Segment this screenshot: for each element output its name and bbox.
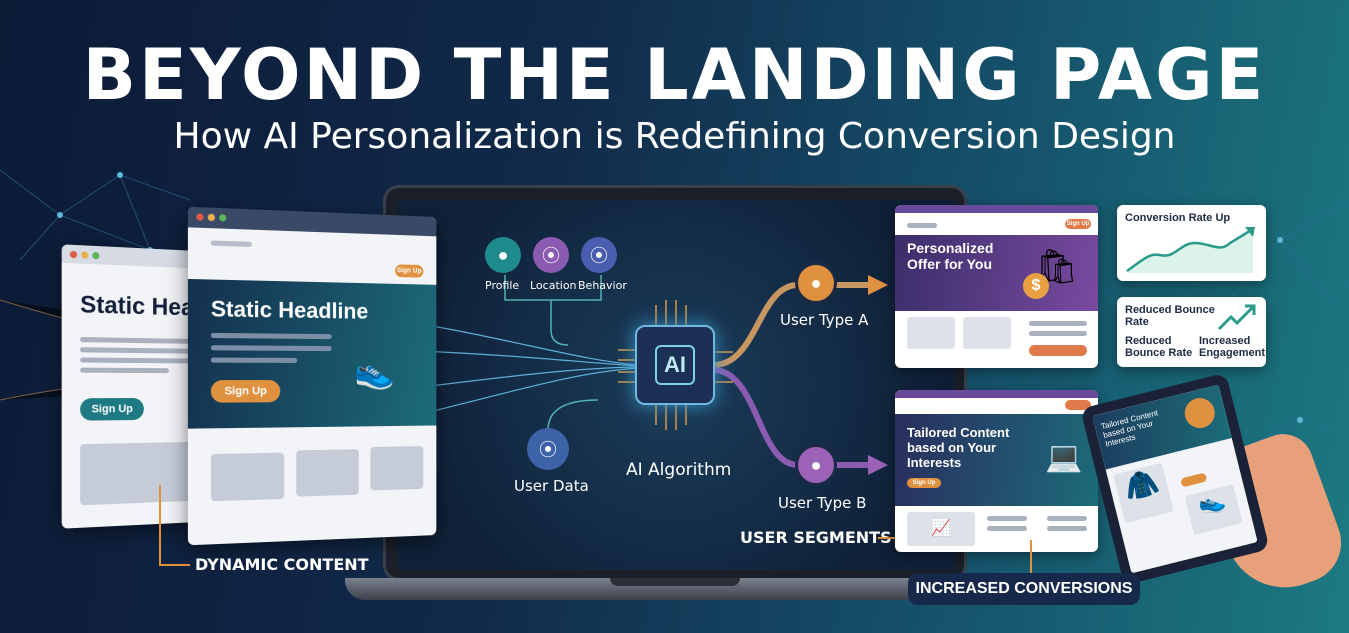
coin-icon: $ (1023, 273, 1049, 299)
sign-up-button[interactable]: Sign Up (210, 380, 281, 403)
chart-up-icon: 📈 (907, 512, 975, 546)
user-type-a-icon: ● (795, 262, 837, 304)
nav-sign-up-button[interactable]: Sign Up (395, 264, 424, 278)
laptop-notch (610, 578, 740, 586)
user-type-b-label: User Type B (778, 494, 867, 512)
behavior-pin-icon: ⦿ (581, 237, 617, 273)
dynamic-content-label: DYNAMIC CONTENT (195, 555, 369, 574)
conversion-rate-card: Conversion Rate Up (1117, 205, 1266, 281)
cta-button[interactable] (1029, 345, 1087, 356)
reduced-bounce-rate: Reduced Bounce Rate (1125, 335, 1193, 359)
offer-headline: Personalized Offer for You (907, 240, 994, 272)
input-label-profile: Profile (485, 279, 520, 292)
input-label-behavior: Behavior (578, 279, 627, 292)
page-subtitle: How AI Personalization is Redefining Con… (173, 116, 1176, 157)
increased-engagement: Increased Engagement (1199, 335, 1266, 359)
tailored-headline: Tailored Content based on Your Interests (907, 425, 1010, 470)
sneaker-icon: 👟 (354, 353, 395, 391)
sneaker-icon: 👟 (1184, 484, 1243, 536)
dynamic-content-connector (159, 485, 190, 566)
conversions-connector (1030, 540, 1032, 573)
location-pin-icon: ⦿ (533, 237, 569, 273)
data-flow-lines (398, 275, 888, 475)
laptop-icon: 💻 (1045, 441, 1083, 474)
static-page-front: Sign Up Static Headline Sign Up 👟 (187, 206, 437, 546)
sign-up-button[interactable]: Sign Up (907, 478, 941, 488)
nav-button[interactable] (1065, 400, 1091, 410)
user-type-a-label: User Type A (780, 311, 869, 329)
tablet-button[interactable] (1180, 472, 1208, 488)
page-title: BEYOND THE LANDING PAGE (82, 34, 1267, 116)
trend-up-icon (1217, 304, 1256, 331)
user-icon: ● (485, 237, 521, 273)
input-label-location: Location (530, 279, 577, 292)
ai-algorithm-label: AI Algorithm (626, 460, 732, 480)
personalized-offer-page: Sign Up Personalized Offer for You 🛍 $ (895, 205, 1098, 368)
ai-chip: AI (635, 325, 715, 405)
user-data-pin-icon: ⦿ (527, 428, 569, 470)
bounce-rate-title: Reduced Bounce Rate (1125, 304, 1215, 328)
user-data-label: User Data (514, 477, 589, 495)
user-type-b-icon: ● (795, 444, 837, 486)
tailored-content-page: Tailored Content based on Your Interests… (895, 390, 1098, 552)
sign-up-button[interactable]: Sign Up (80, 397, 144, 421)
laptop-base (345, 578, 1000, 600)
ai-chip-label: AI (655, 345, 695, 385)
nav-sign-up-button[interactable]: Sign Up (1065, 219, 1091, 229)
user-segments-label: USER SEGMENTS (740, 528, 892, 547)
increased-conversions-label: INCREASED CONVERSIONS (908, 573, 1140, 605)
conversion-trend-chart (1126, 227, 1255, 273)
user-segments-connector (878, 537, 906, 539)
jacket-icon: 🧥 (1113, 462, 1174, 524)
conversion-rate-label: Conversion Rate Up (1125, 212, 1231, 224)
bounce-engagement-card: Reduced Bounce Rate Reduced Bounce Rate … (1117, 297, 1266, 367)
static-headline: Static Headline (210, 295, 369, 324)
